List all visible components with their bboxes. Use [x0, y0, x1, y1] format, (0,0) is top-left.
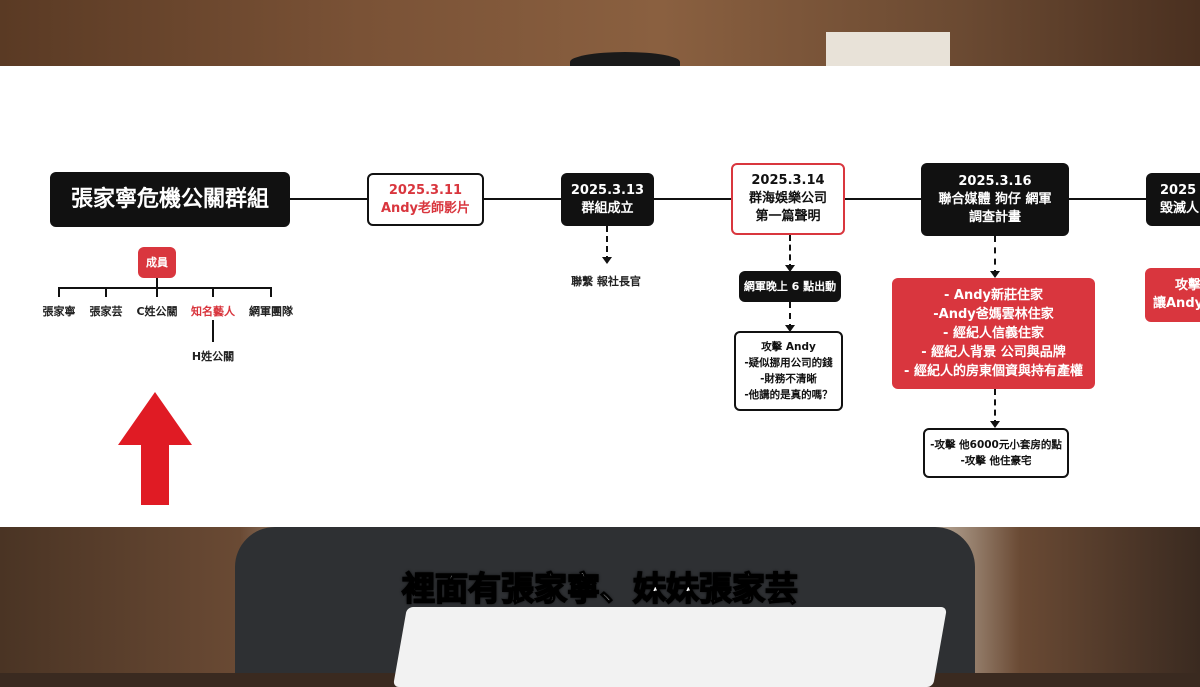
tree-line: [156, 278, 158, 288]
event-label: 群組成立: [581, 200, 634, 216]
tree-line: [270, 287, 272, 297]
member-item: C姓公關: [136, 305, 178, 318]
detail-line: 攻擊 Andy: [761, 341, 816, 353]
details-box: -攻擊 他6000元小套房的點 -攻擊 他住豪宅: [923, 428, 1069, 478]
tree-line: [105, 287, 107, 297]
member-item: 張家寧: [42, 305, 76, 318]
event-label: Andy老師影片: [380, 200, 471, 216]
event-box-partial: 2025 毀滅人: [1146, 173, 1200, 226]
target-line: - 經紀人的房東個資與持有產權: [904, 364, 1083, 379]
dashed-arrow: [990, 389, 1000, 428]
members-header-box: 成員: [138, 247, 176, 278]
timeline-diagram: 張家寧危機公關群組 成員 張家寧 張家芸 C姓公關 知名藝人 網軍團隊 H姓公關…: [0, 66, 1200, 527]
event-date: 2025: [1160, 182, 1197, 198]
tree-line: [212, 320, 214, 342]
step-box: 網軍晚上 6 點出動: [739, 271, 841, 302]
dashed-arrow: [990, 236, 1000, 278]
step-label: 網軍晚上 6 點出動: [743, 279, 837, 293]
target-line: - 經紀人背景 公司與品牌: [921, 345, 1066, 360]
tree-line: [58, 287, 60, 297]
video-background-top: [0, 0, 1200, 72]
target-line: -Andy爸媽雲林住家: [933, 307, 1054, 322]
group-title: 張家寧危機公關群組: [70, 186, 269, 212]
event-date: 2025.3.16: [958, 173, 1032, 189]
dashed-arrow: [602, 226, 612, 264]
member-item: 網軍團隊: [249, 305, 293, 318]
event-date: 2025.3.13: [570, 182, 645, 198]
event-box-2025-3-13: 2025.3.13 群組成立: [561, 173, 654, 226]
detail-line: -財務不清晰: [760, 373, 817, 385]
red-arrow-up-icon: [118, 392, 192, 505]
event-label: 聯合媒體 狗仔 網軍: [938, 191, 1052, 207]
event-label: 第一篇聲明: [755, 209, 821, 224]
event-label: 調查計畫: [968, 209, 1021, 225]
tree-line: [156, 287, 158, 297]
tree-line: [58, 287, 272, 289]
event-note: 聯繫 報社長官: [571, 275, 641, 288]
red-box-partial: 攻擊讓Andy: [1145, 268, 1200, 322]
event-box-2025-3-14: 2025.3.14 群海娛樂公司第一篇聲明: [731, 163, 845, 235]
details-box: 攻擊 Andy -疑似挪用公司的錢 -財務不清晰 -他講的是真的嗎？: [734, 331, 843, 411]
members-header: 成員: [146, 255, 168, 269]
event-date: 2025.3.14: [751, 173, 825, 188]
group-title-box: 張家寧危機公關群組: [50, 172, 290, 227]
event-label: 群海娛樂公司: [748, 191, 827, 206]
wall-panel: [826, 32, 950, 66]
dashed-arrow: [785, 235, 795, 272]
detail-line: -攻擊 他住豪宅: [960, 455, 1032, 467]
member-sub-item: H姓公關: [191, 350, 235, 363]
paper-sheet: [392, 607, 948, 687]
target-line: - Andy新莊住家: [943, 288, 1044, 303]
targets-box: - Andy新莊住家 -Andy爸媽雲林住家 - 經紀人信義住家 - 經紀人背景 公司…: [892, 278, 1095, 389]
video-subtitle: 裡面有張家寧、妹妹張家芸: [401, 568, 799, 609]
member-item: 張家芸: [89, 305, 123, 318]
red-line: 攻擊: [1175, 278, 1200, 293]
target-line: - 經紀人信義住家: [943, 326, 1044, 341]
red-line: 讓Andy: [1153, 296, 1200, 311]
detail-line: -攻擊 他6000元小套房的點: [930, 439, 1062, 451]
member-item-highlight: 知名藝人: [191, 305, 235, 318]
detail-line: -疑似挪用公司的錢: [744, 357, 833, 369]
video-background-bottom: [0, 527, 1200, 687]
dashed-arrow: [785, 302, 795, 332]
tree-line: [212, 287, 214, 297]
detail-line: -他講的是真的嗎？: [744, 389, 833, 401]
event-date: 2025.3.11: [388, 182, 463, 198]
event-label: 毀滅人: [1160, 200, 1200, 216]
event-box-2025-3-16: 2025.3.16 聯合媒體 狗仔 網軍調查計畫: [921, 163, 1069, 236]
